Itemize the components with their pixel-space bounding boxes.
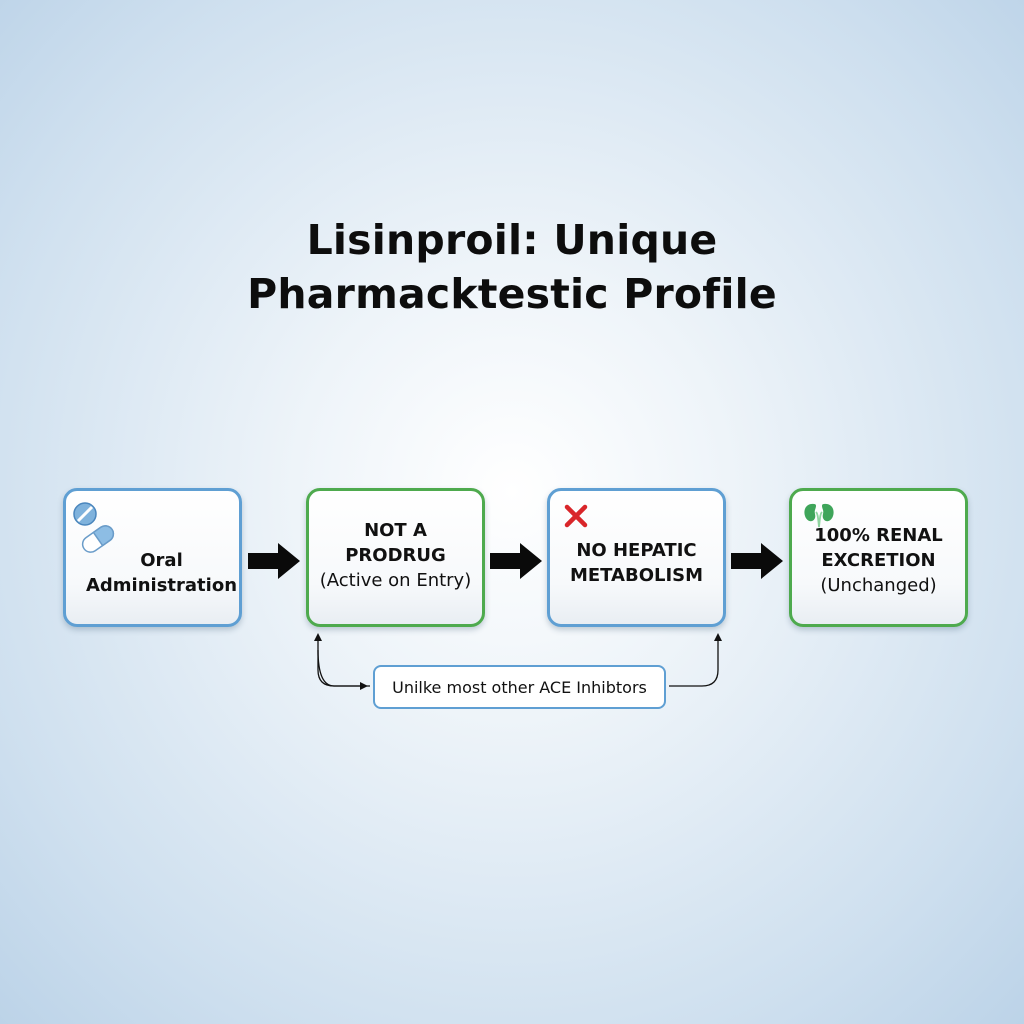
connector-right: [669, 633, 722, 687]
pill-capsule-icon: [73, 502, 115, 553]
step-2-line-1: NOT A: [364, 520, 427, 541]
step-3-line-1: NO HEPATIC: [576, 539, 697, 561]
step-1-line-1: Oral: [140, 549, 183, 571]
step-4-line-1: 100% RENAL: [814, 525, 943, 546]
step-1-line-2: Administration: [85, 574, 238, 596]
title-line-1: Lisinproil: Unique: [306, 216, 718, 264]
step-oral-administration: Oral Administration: [63, 488, 242, 627]
ace-inhibitor-note: Unilke most other ACE Inhibtors: [373, 665, 666, 709]
step-3-line-2: METABOLISM: [569, 564, 704, 586]
step-4-line-2: EXCRETION: [821, 550, 936, 571]
diagram-title: Lisinproil: Unique Pharmacktestic Profil…: [0, 213, 1024, 321]
flow-arrow-icon: [490, 543, 542, 579]
step-2-line-3: (Active on Entry): [319, 570, 472, 591]
red-x-icon: [564, 504, 588, 528]
connector-left-start: [317, 649, 368, 690]
step-no-hepatic-metabolism: NO HEPATIC METABOLISM: [547, 488, 726, 627]
title-line-2: Pharmacktestic Profile: [247, 270, 777, 318]
step-renal-excretion: 100% RENAL EXCRETION (Unchanged): [789, 488, 968, 627]
flow-arrow-icon: [248, 543, 300, 579]
step-2-line-2: PRODRUG: [345, 545, 446, 566]
note-text: Unilke most other ACE Inhibtors: [392, 677, 647, 697]
step-4-line-3: (Unchanged): [820, 575, 937, 596]
step-not-a-prodrug: NOT A PRODRUG (Active on Entry): [306, 488, 485, 627]
connector-left: [314, 633, 370, 687]
flow-arrow-icon: [731, 543, 783, 579]
kidney-icon: [804, 503, 834, 528]
